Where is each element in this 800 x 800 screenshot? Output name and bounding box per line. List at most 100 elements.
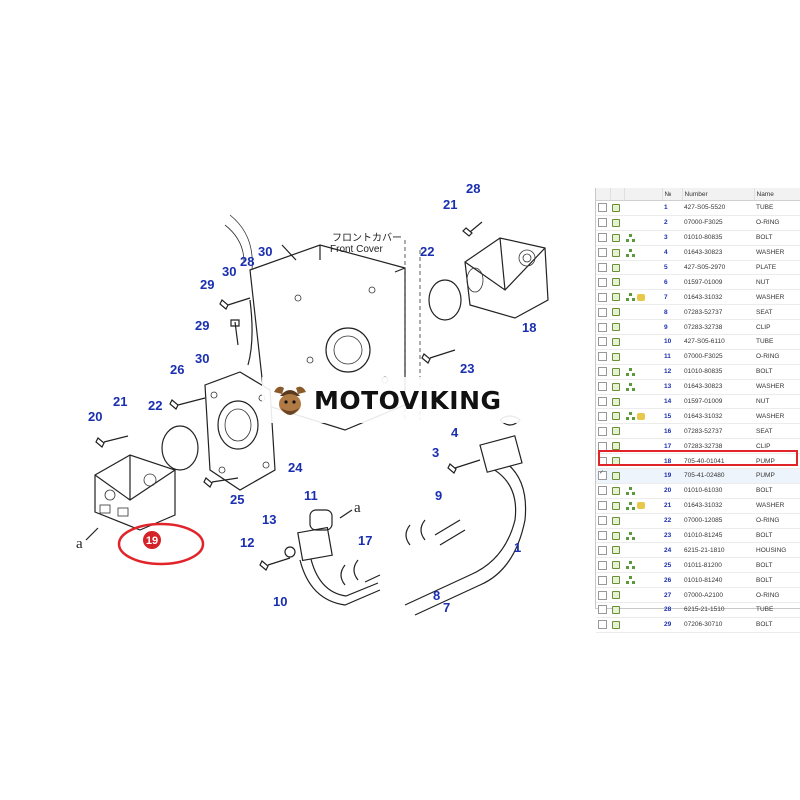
- row-checkbox[interactable]: [596, 572, 610, 589]
- checkbox-icon[interactable]: [598, 292, 607, 302]
- note-icon[interactable]: [636, 412, 645, 420]
- checkbox-icon[interactable]: [598, 486, 607, 496]
- row-checkbox[interactable]: [596, 453, 610, 470]
- assembly-tree-icon[interactable]: [626, 531, 635, 540]
- checkbox-icon[interactable]: [598, 248, 607, 258]
- row-checkbox[interactable]: [596, 542, 610, 559]
- checkbox-icon[interactable]: [598, 397, 607, 407]
- checkbox-icon[interactable]: [598, 516, 607, 526]
- row-checkbox[interactable]: [596, 274, 610, 291]
- assembly-tree-icon[interactable]: [626, 412, 635, 421]
- checkbox-icon[interactable]: [598, 471, 607, 481]
- checkbox-icon[interactable]: [598, 233, 607, 243]
- row-checkbox[interactable]: [596, 468, 610, 484]
- assembly-tree-icon[interactable]: [626, 367, 635, 376]
- note-icon[interactable]: [636, 293, 645, 301]
- row-checkbox[interactable]: [596, 587, 610, 604]
- row-checkbox[interactable]: [596, 319, 610, 336]
- checkbox-icon[interactable]: [598, 367, 607, 377]
- checkbox-icon[interactable]: [598, 620, 607, 630]
- checkbox-icon[interactable]: [598, 575, 607, 585]
- assembly-tree-icon[interactable]: [626, 248, 635, 257]
- row-checkbox[interactable]: [596, 617, 610, 633]
- row-checkbox[interactable]: [596, 304, 610, 321]
- checkbox-icon[interactable]: [598, 560, 607, 570]
- header-name[interactable]: Name: [754, 188, 800, 201]
- note-icon[interactable]: [636, 502, 645, 510]
- checkbox-icon[interactable]: [598, 411, 607, 421]
- checkbox-icon[interactable]: [598, 218, 607, 228]
- checkbox-icon[interactable]: [598, 203, 607, 213]
- checkbox-icon[interactable]: [598, 605, 607, 615]
- header-number[interactable]: Number: [682, 188, 755, 201]
- row-checkbox[interactable]: [596, 215, 610, 231]
- checkbox-icon[interactable]: [598, 263, 607, 272]
- row-checkbox[interactable]: [596, 260, 610, 276]
- checkbox-icon[interactable]: [598, 545, 607, 555]
- row-checkbox[interactable]: [596, 334, 610, 350]
- assembly-tree-icon[interactable]: [626, 576, 635, 585]
- checkbox-icon[interactable]: [598, 426, 607, 436]
- checkbox-icon[interactable]: [598, 337, 607, 347]
- row-checkbox[interactable]: [596, 408, 610, 425]
- checkbox-icon[interactable]: [598, 590, 607, 600]
- row-checkbox[interactable]: [596, 528, 610, 544]
- assembly-tree-icon[interactable]: [626, 501, 635, 510]
- row-checkbox[interactable]: [596, 602, 610, 618]
- row-checkbox[interactable]: [596, 200, 610, 216]
- row-checkbox[interactable]: [596, 438, 610, 455]
- row-checkbox[interactable]: [596, 349, 610, 365]
- row-checkbox[interactable]: [596, 423, 610, 440]
- row-checkbox[interactable]: [596, 230, 610, 246]
- assembly-tree-icon[interactable]: [626, 293, 635, 302]
- row-checkbox[interactable]: [596, 557, 610, 574]
- row-checkbox[interactable]: [596, 364, 610, 380]
- checkbox-icon[interactable]: [598, 382, 607, 392]
- checkbox-icon[interactable]: [598, 277, 607, 287]
- row-checkbox[interactable]: [596, 245, 610, 261]
- checkbox-icon[interactable]: [598, 322, 607, 332]
- checkbox-icon[interactable]: [598, 307, 607, 317]
- checkbox-icon[interactable]: [598, 352, 607, 362]
- row-checkbox[interactable]: [596, 483, 610, 499]
- row-checkbox[interactable]: [596, 498, 610, 514]
- assembly-tree-icon[interactable]: [626, 486, 635, 495]
- row-checkbox[interactable]: [596, 513, 610, 529]
- checkbox-icon[interactable]: [598, 441, 607, 451]
- row-checkbox[interactable]: [596, 379, 610, 395]
- checkbox-icon[interactable]: [598, 456, 607, 466]
- assembly-tree-icon[interactable]: [626, 233, 635, 242]
- row-checkbox[interactable]: [596, 289, 610, 306]
- assembly-tree-icon[interactable]: [626, 382, 635, 391]
- row-checkbox[interactable]: [596, 394, 610, 410]
